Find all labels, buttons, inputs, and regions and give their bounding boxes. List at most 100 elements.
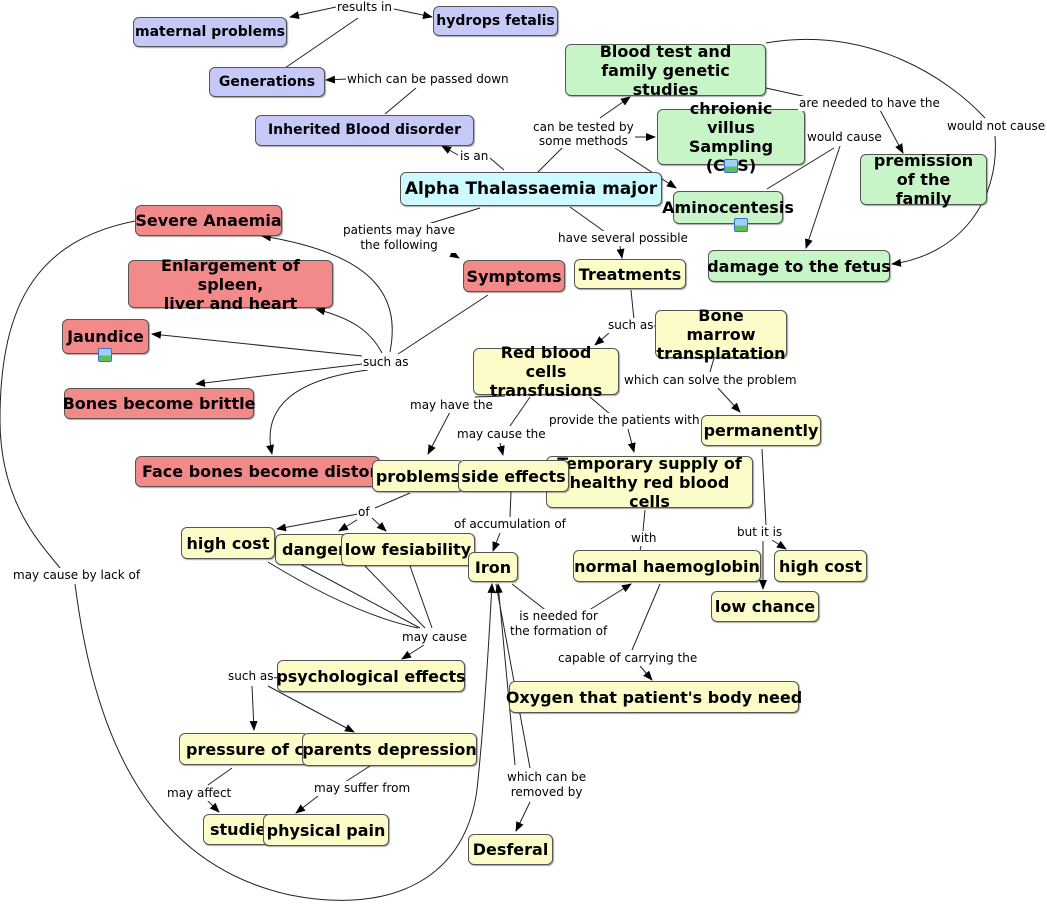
line-depression-suffer (344, 765, 371, 783)
node-blood-test[interactable]: Blood test and family genetic studies (565, 42, 766, 99)
label-tested-by: can be tested by some methods (532, 120, 635, 148)
label-needed-permission: are needed to have the (798, 96, 941, 111)
line-suffer-pain (295, 795, 319, 814)
line-of-highcost (276, 513, 359, 532)
line-generations-results (284, 17, 359, 69)
line-removed-desferal (515, 801, 531, 832)
node-inherited-blood-disorder[interactable]: Inherited Blood disorder (255, 115, 474, 146)
node-enlargement[interactable]: Enlargement of spleen, liver and heart (128, 256, 333, 313)
node-normal-haemoglobin[interactable]: normal haemoglobin (573, 550, 761, 582)
node-oxygen[interactable]: Oxygen that patient's body need (506, 681, 802, 713)
node-face-bones[interactable]: Face bones become distorted (135, 456, 407, 487)
line-lowfes2-maycause (409, 565, 433, 629)
node-permission-line2: of the family (895, 170, 952, 208)
line-normal-capable (631, 583, 661, 651)
label-solve-problem: which can solve the problem (623, 373, 798, 388)
label-may-have-the: may have the (409, 398, 494, 413)
line-rbc-mayhave (474, 395, 506, 398)
node-side-effects[interactable]: side effects (458, 460, 569, 492)
node-cvs[interactable]: chroionic villus Sampling (CVS) (657, 99, 805, 175)
node-bone-marrow[interactable]: Bone marrow transplatation (655, 306, 787, 363)
label-may-affect: may affect (166, 786, 233, 801)
node-bones-brittle[interactable]: Bones become brittle (63, 388, 255, 419)
line-rbc-provide (589, 396, 611, 415)
line-isan-inherited (441, 145, 459, 156)
node-iron[interactable]: Iron (468, 552, 518, 582)
node-high-cost-problems[interactable]: high cost (181, 527, 275, 559)
node-generations[interactable]: Generations (209, 67, 325, 97)
aminocentesis-image-icon[interactable] (734, 218, 748, 232)
jaundice-image-icon[interactable] (98, 348, 112, 362)
node-permission-family[interactable]: premission of the family (860, 151, 987, 208)
node-severe-anaemia[interactable]: Severe Anaemia (135, 205, 282, 236)
node-alpha-thalassaemia[interactable]: Alpha Thalassaemia major (400, 172, 662, 206)
line-lackof-iron (74, 583, 496, 901)
label-provide-patients: provide the patients with (548, 413, 701, 428)
node-maternal-problems[interactable]: maternal problems (133, 17, 287, 47)
node-symptoms[interactable]: Symptoms (463, 260, 565, 292)
node-treatments[interactable]: Treatments (574, 259, 686, 289)
line-wouldcause-damage (805, 145, 841, 249)
node-low-chance[interactable]: low chance (711, 591, 819, 622)
label-would-not-cause: would not cause (946, 119, 1047, 134)
cvs-image-icon[interactable] (724, 159, 738, 173)
line-suchas-enlarge (315, 307, 383, 354)
label-is-an: is an (459, 149, 490, 164)
node-rbc-transfusions[interactable]: Red blood cells transfusions (473, 343, 619, 400)
line-maycause-sideeffects (496, 442, 505, 456)
node-aminocentesis[interactable]: Aminocentesis (662, 191, 794, 224)
node-psychological-effects[interactable]: psychological effects (276, 660, 466, 692)
line-several-treatments (616, 245, 625, 259)
label-removed-line2: removed by (510, 785, 583, 799)
label-passed-down: which can be passed down (346, 72, 510, 87)
node-studies[interactable]: studie (203, 814, 273, 845)
node-permission-line1: premission (873, 151, 974, 170)
label-patients-line2: the following (360, 238, 438, 252)
node-rbc-line1: Red blood cells (500, 343, 592, 381)
node-desferal[interactable]: Desferal (468, 834, 553, 865)
label-needed-line2: the formation of (510, 624, 608, 638)
node-hydrops-fetalis[interactable]: hydrops fetalis (433, 6, 558, 36)
node-pressure[interactable]: pressure of ch (179, 733, 315, 765)
line-temp-with (642, 509, 646, 532)
node-damage-fetus[interactable]: damage to the fetus (707, 250, 891, 282)
line-mayhave-problems (427, 411, 451, 455)
line-results-hydrops (393, 8, 433, 20)
line-symptoms-suchas (397, 294, 489, 355)
line-suchas-pressure (249, 685, 258, 731)
line-mayaffect-studies (206, 799, 220, 813)
line-suchas-rbc (594, 332, 610, 346)
node-permanently[interactable]: permanently (701, 415, 821, 446)
label-such-as-treatments: such as (607, 318, 655, 333)
line-iron-needed (511, 583, 549, 613)
node-low-fesiability[interactable]: low fesiability (341, 533, 475, 566)
line-tested-amino (614, 147, 677, 189)
node-rbc-line2: transfusions (489, 381, 603, 400)
label-lack-of: may cause by lack of (12, 568, 142, 583)
node-temp-line1: Temporary supply of (557, 453, 742, 473)
node-temporary-supply[interactable]: Temporary supply of healthy red blood ce… (546, 453, 753, 511)
line-wouldnot-damage (891, 135, 996, 267)
label-with: with (630, 531, 658, 546)
node-parents-depression[interactable]: parents depression (302, 733, 477, 766)
label-may-cause-the: may cause the (456, 427, 547, 442)
node-enlargement-line1: Enlargement of spleen, (161, 255, 300, 294)
line-solve-permanently (717, 387, 741, 413)
label-removed-line1: which can be (507, 770, 587, 784)
line-suchas-brittle (195, 363, 363, 387)
line-danger-maycause (299, 563, 421, 629)
node-enlargement-line2: liver and heart (163, 293, 298, 313)
line-butitis-highcost (771, 539, 787, 550)
label-several-possible: have several possible (557, 231, 689, 246)
node-physical-pain[interactable]: physical pain (263, 814, 389, 846)
line-side-accum (509, 491, 512, 518)
line-accum-iron (492, 532, 501, 552)
node-problems[interactable]: problems (372, 460, 464, 492)
node-high-cost-permanent[interactable]: high cost (774, 550, 867, 582)
line-alpha-isan (489, 157, 505, 171)
line-results-maternal (289, 6, 337, 19)
label-may-suffer: may suffer from (313, 781, 412, 796)
node-bone-marrow-line1: Bone marrow (686, 305, 756, 344)
line-rbc-maycause (509, 396, 531, 427)
label-may-cause: may cause (401, 630, 469, 645)
